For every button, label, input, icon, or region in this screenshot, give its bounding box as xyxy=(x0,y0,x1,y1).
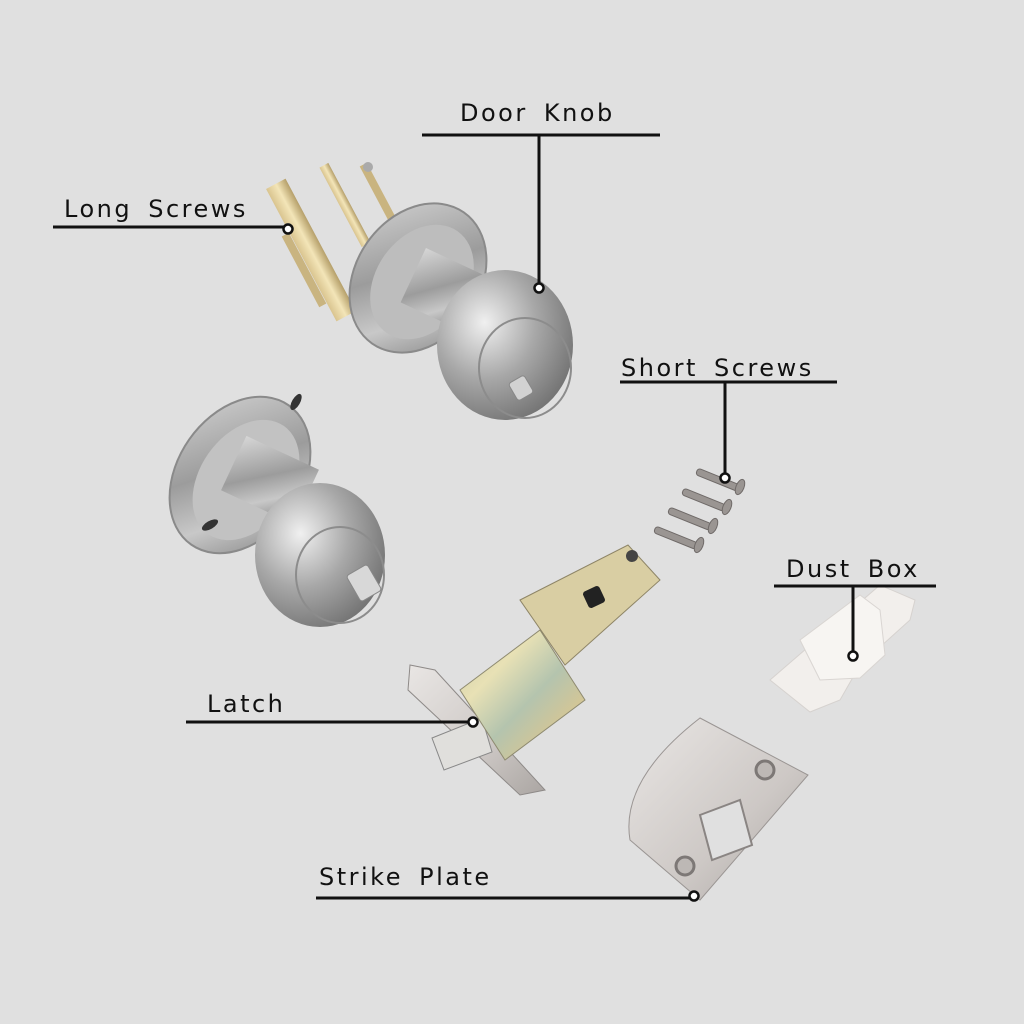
door-knob-interior xyxy=(168,393,385,627)
callout-label-latch: Latch xyxy=(207,690,286,718)
short-screws xyxy=(653,468,746,554)
callout-label-dust-box: Dust Box xyxy=(786,555,920,583)
dust-box xyxy=(769,584,916,713)
callout-label-long-screws: Long Screws xyxy=(64,195,248,223)
callout-lines xyxy=(53,133,936,902)
latch xyxy=(407,544,661,796)
strike-plate xyxy=(628,717,809,901)
callout-label-short-screws: Short Screws xyxy=(621,354,814,382)
callout-label-door-knob: Door Knob xyxy=(460,99,615,127)
door-knob-exterior xyxy=(266,162,573,420)
callout-label-strike-plate: Strike Plate xyxy=(319,863,492,891)
